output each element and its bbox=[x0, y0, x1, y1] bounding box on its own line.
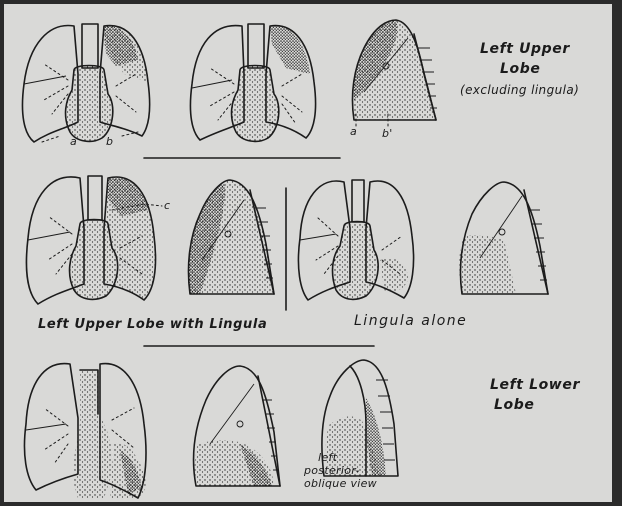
illustration-frame: Left Upper Lobe (excluding lingula) Left… bbox=[4, 4, 612, 502]
frontal-view-1 bbox=[22, 24, 149, 142]
marker-a: a bbox=[70, 136, 77, 147]
marker-b-prime: b' bbox=[382, 128, 393, 139]
label-left-upper-lobe: Lobe bbox=[500, 62, 540, 76]
lateral-view-lingula bbox=[188, 180, 274, 294]
label-oblique-posterior: posterior- bbox=[304, 465, 360, 476]
frontal-view-lingula-alone bbox=[298, 180, 413, 300]
label-lingula-alone: Lingula alone bbox=[354, 314, 467, 328]
label-left-lower-lobe: Lobe bbox=[494, 398, 534, 412]
label-oblique-left: left bbox=[318, 452, 337, 463]
marker-a-prime: a bbox=[350, 126, 357, 137]
lung-diagrams bbox=[4, 4, 612, 502]
label-left-upper: Left Upper bbox=[480, 42, 570, 56]
label-excluding-lingula: (excluding lingula) bbox=[460, 84, 579, 96]
label-upper-with-lingula: Left Upper Lobe with Lingula bbox=[38, 318, 267, 331]
label-left-lower: Left Lower bbox=[490, 378, 580, 392]
frontal-view-lower bbox=[24, 364, 146, 498]
lateral-view-lower bbox=[194, 366, 280, 486]
lateral-view-1 bbox=[352, 20, 437, 128]
marker-c: c bbox=[164, 200, 170, 211]
marker-b: b bbox=[106, 136, 113, 147]
frontal-view-lingula bbox=[26, 176, 162, 304]
frontal-view-2 bbox=[190, 24, 315, 141]
lateral-view-lingula-alone bbox=[459, 182, 548, 294]
label-oblique-view: oblique view bbox=[304, 478, 377, 489]
